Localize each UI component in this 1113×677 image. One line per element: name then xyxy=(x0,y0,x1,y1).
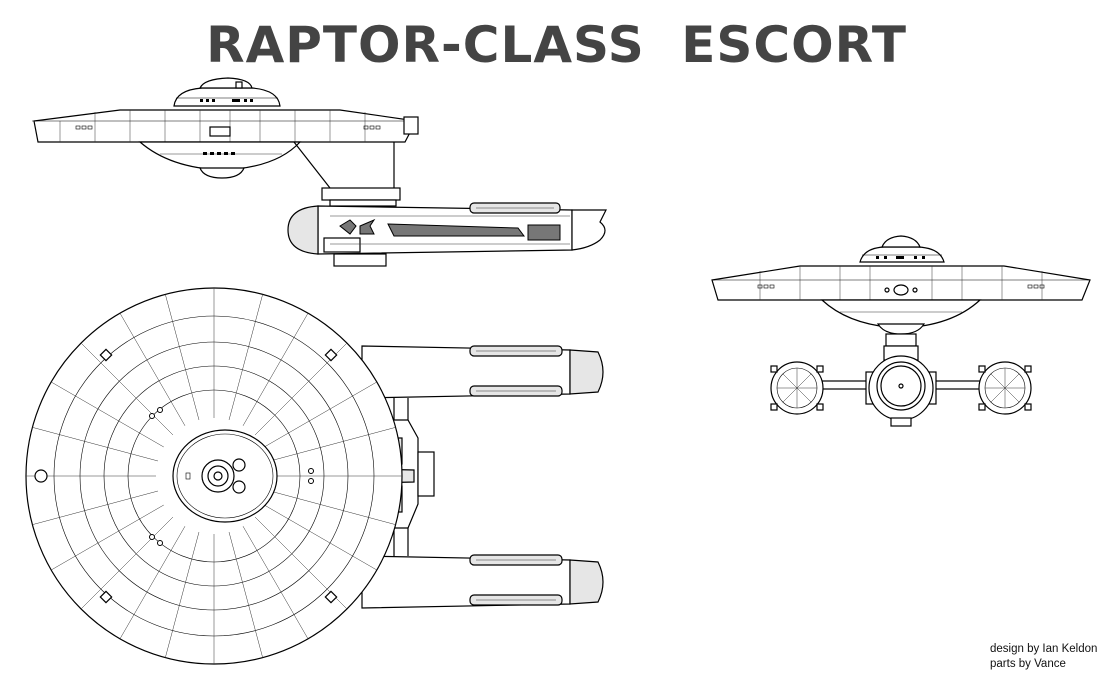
front-engineering-hull xyxy=(865,355,937,427)
saucer-spoke xyxy=(269,427,396,462)
front-saucer-rim xyxy=(711,265,1091,301)
saucer-spoke xyxy=(264,381,377,448)
top-nacelle-upper xyxy=(361,345,604,399)
saucer-spoke xyxy=(264,504,377,571)
saucer-spoke xyxy=(228,531,263,658)
saucer-spoke xyxy=(269,490,396,525)
side-engineering-hull xyxy=(287,202,607,267)
design-credit: design by Ian Keldon xyxy=(990,643,1098,655)
top-view xyxy=(25,287,604,665)
saucer-spoke xyxy=(165,294,200,421)
saucer-spoke xyxy=(228,294,263,421)
saucer-spoke xyxy=(80,516,174,610)
parts-credit: parts by Vance xyxy=(990,658,1066,670)
saucer-spoke xyxy=(51,381,164,448)
top-saucer xyxy=(25,287,403,665)
saucer-spoke xyxy=(165,531,200,658)
saucer-spoke xyxy=(51,504,164,571)
front-nacelle-left xyxy=(770,361,824,415)
saucer-spoke xyxy=(32,490,159,525)
saucer-spoke xyxy=(119,313,186,426)
saucer-spoke xyxy=(242,526,309,639)
side-saucer-lower-hull xyxy=(138,141,302,179)
saucer-spoke xyxy=(80,342,174,436)
front-saucer-dome xyxy=(859,235,945,263)
saucer-spokes xyxy=(26,288,402,664)
front-saucer-lower-hull xyxy=(820,299,982,335)
front-view xyxy=(711,235,1091,427)
front-neck xyxy=(883,333,919,361)
page-title: RAPTOR-CLASS ESCORT xyxy=(206,16,907,74)
side-view xyxy=(32,77,607,267)
saucer-spoke xyxy=(32,427,159,462)
side-saucer-dome xyxy=(173,77,281,107)
side-neck xyxy=(293,141,401,207)
side-saucer-rim xyxy=(32,109,419,143)
top-nacelle-lower xyxy=(361,554,604,609)
saucer-spoke xyxy=(119,526,186,639)
front-nacelle-right xyxy=(978,361,1032,415)
saucer-spoke xyxy=(242,313,309,426)
credits: design by Ian Keldon parts by Vance xyxy=(990,642,1097,672)
